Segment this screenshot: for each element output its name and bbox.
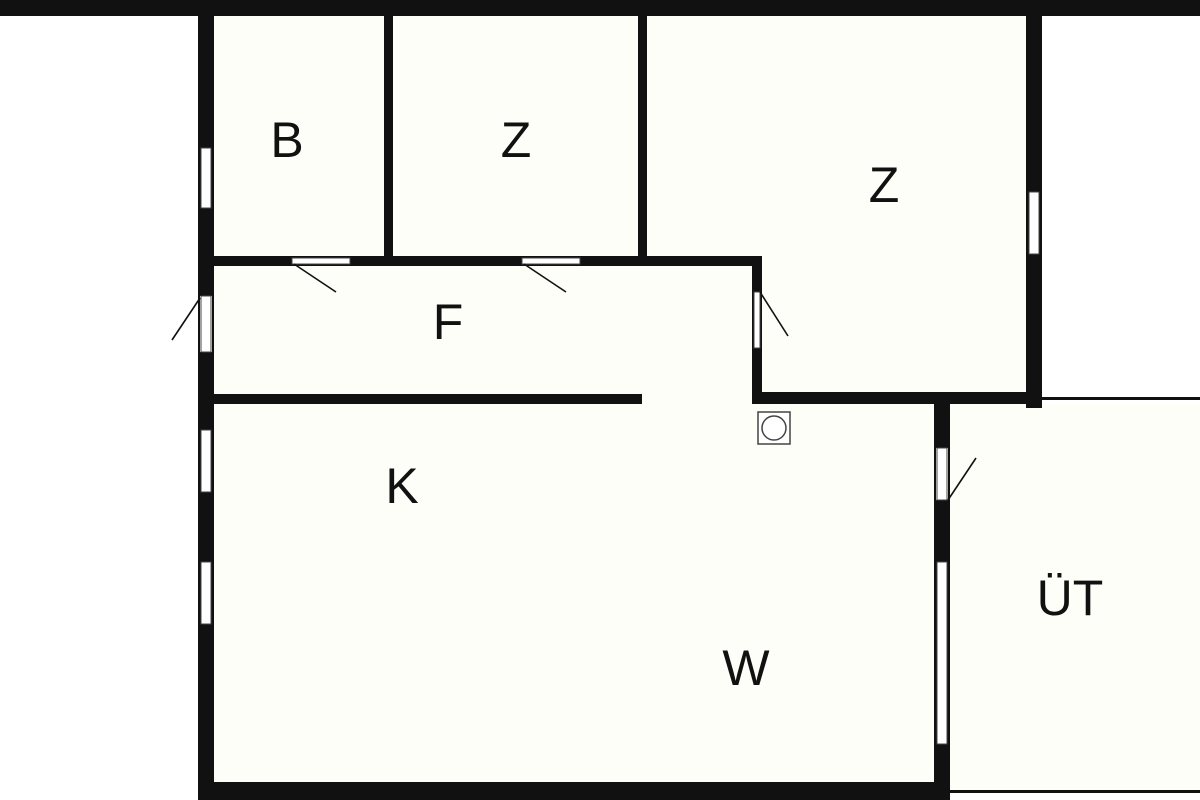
door-frame-bathroom <box>291 257 351 265</box>
room-label-room-2: Z <box>869 157 900 213</box>
door-swing-utility <box>947 457 977 501</box>
room-label-room-1: Z <box>501 112 532 168</box>
wall-top <box>0 0 1200 16</box>
door-frame-room-2 <box>753 291 761 349</box>
wall-bottom <box>198 782 950 800</box>
window-living <box>936 561 948 745</box>
room-labels: B Z Z F K W ÜT <box>270 112 1103 696</box>
room-label-kitchen: K <box>385 458 418 514</box>
room-label-utility: ÜT <box>1037 570 1104 626</box>
window-room-2 <box>1028 191 1040 255</box>
door-swings <box>171 263 977 501</box>
wall-hall-top <box>210 256 762 266</box>
door-swing-entrance <box>171 297 201 341</box>
window-kitchen-2 <box>200 561 212 625</box>
door-frame-entrance <box>200 295 212 353</box>
wall-left <box>198 10 214 800</box>
chimney-fixture <box>757 411 791 445</box>
door-swing-room-2 <box>759 291 789 337</box>
door-frames <box>200 257 948 501</box>
window-kitchen-1 <box>200 429 212 493</box>
door-swing-bathroom <box>293 263 337 293</box>
door-frame-room-1 <box>521 257 581 265</box>
wall-b-z <box>384 10 393 262</box>
door-frame-utility <box>936 447 948 501</box>
door-swing-room-1 <box>523 263 567 293</box>
chimney-circle-icon <box>761 415 787 441</box>
window-bathroom <box>200 147 212 209</box>
room-label-living: W <box>722 640 770 696</box>
utility-bottom-edge <box>944 790 1200 793</box>
wall-z-z <box>638 10 647 262</box>
utility-top-edge <box>944 397 1200 400</box>
utility-floor-area <box>944 404 1200 790</box>
wall-room-bottom <box>756 392 1042 404</box>
room-label-hallway: F <box>433 294 464 350</box>
wall-hall-bottom <box>210 394 642 404</box>
windows <box>200 147 1040 745</box>
room-label-bathroom: B <box>270 112 303 168</box>
